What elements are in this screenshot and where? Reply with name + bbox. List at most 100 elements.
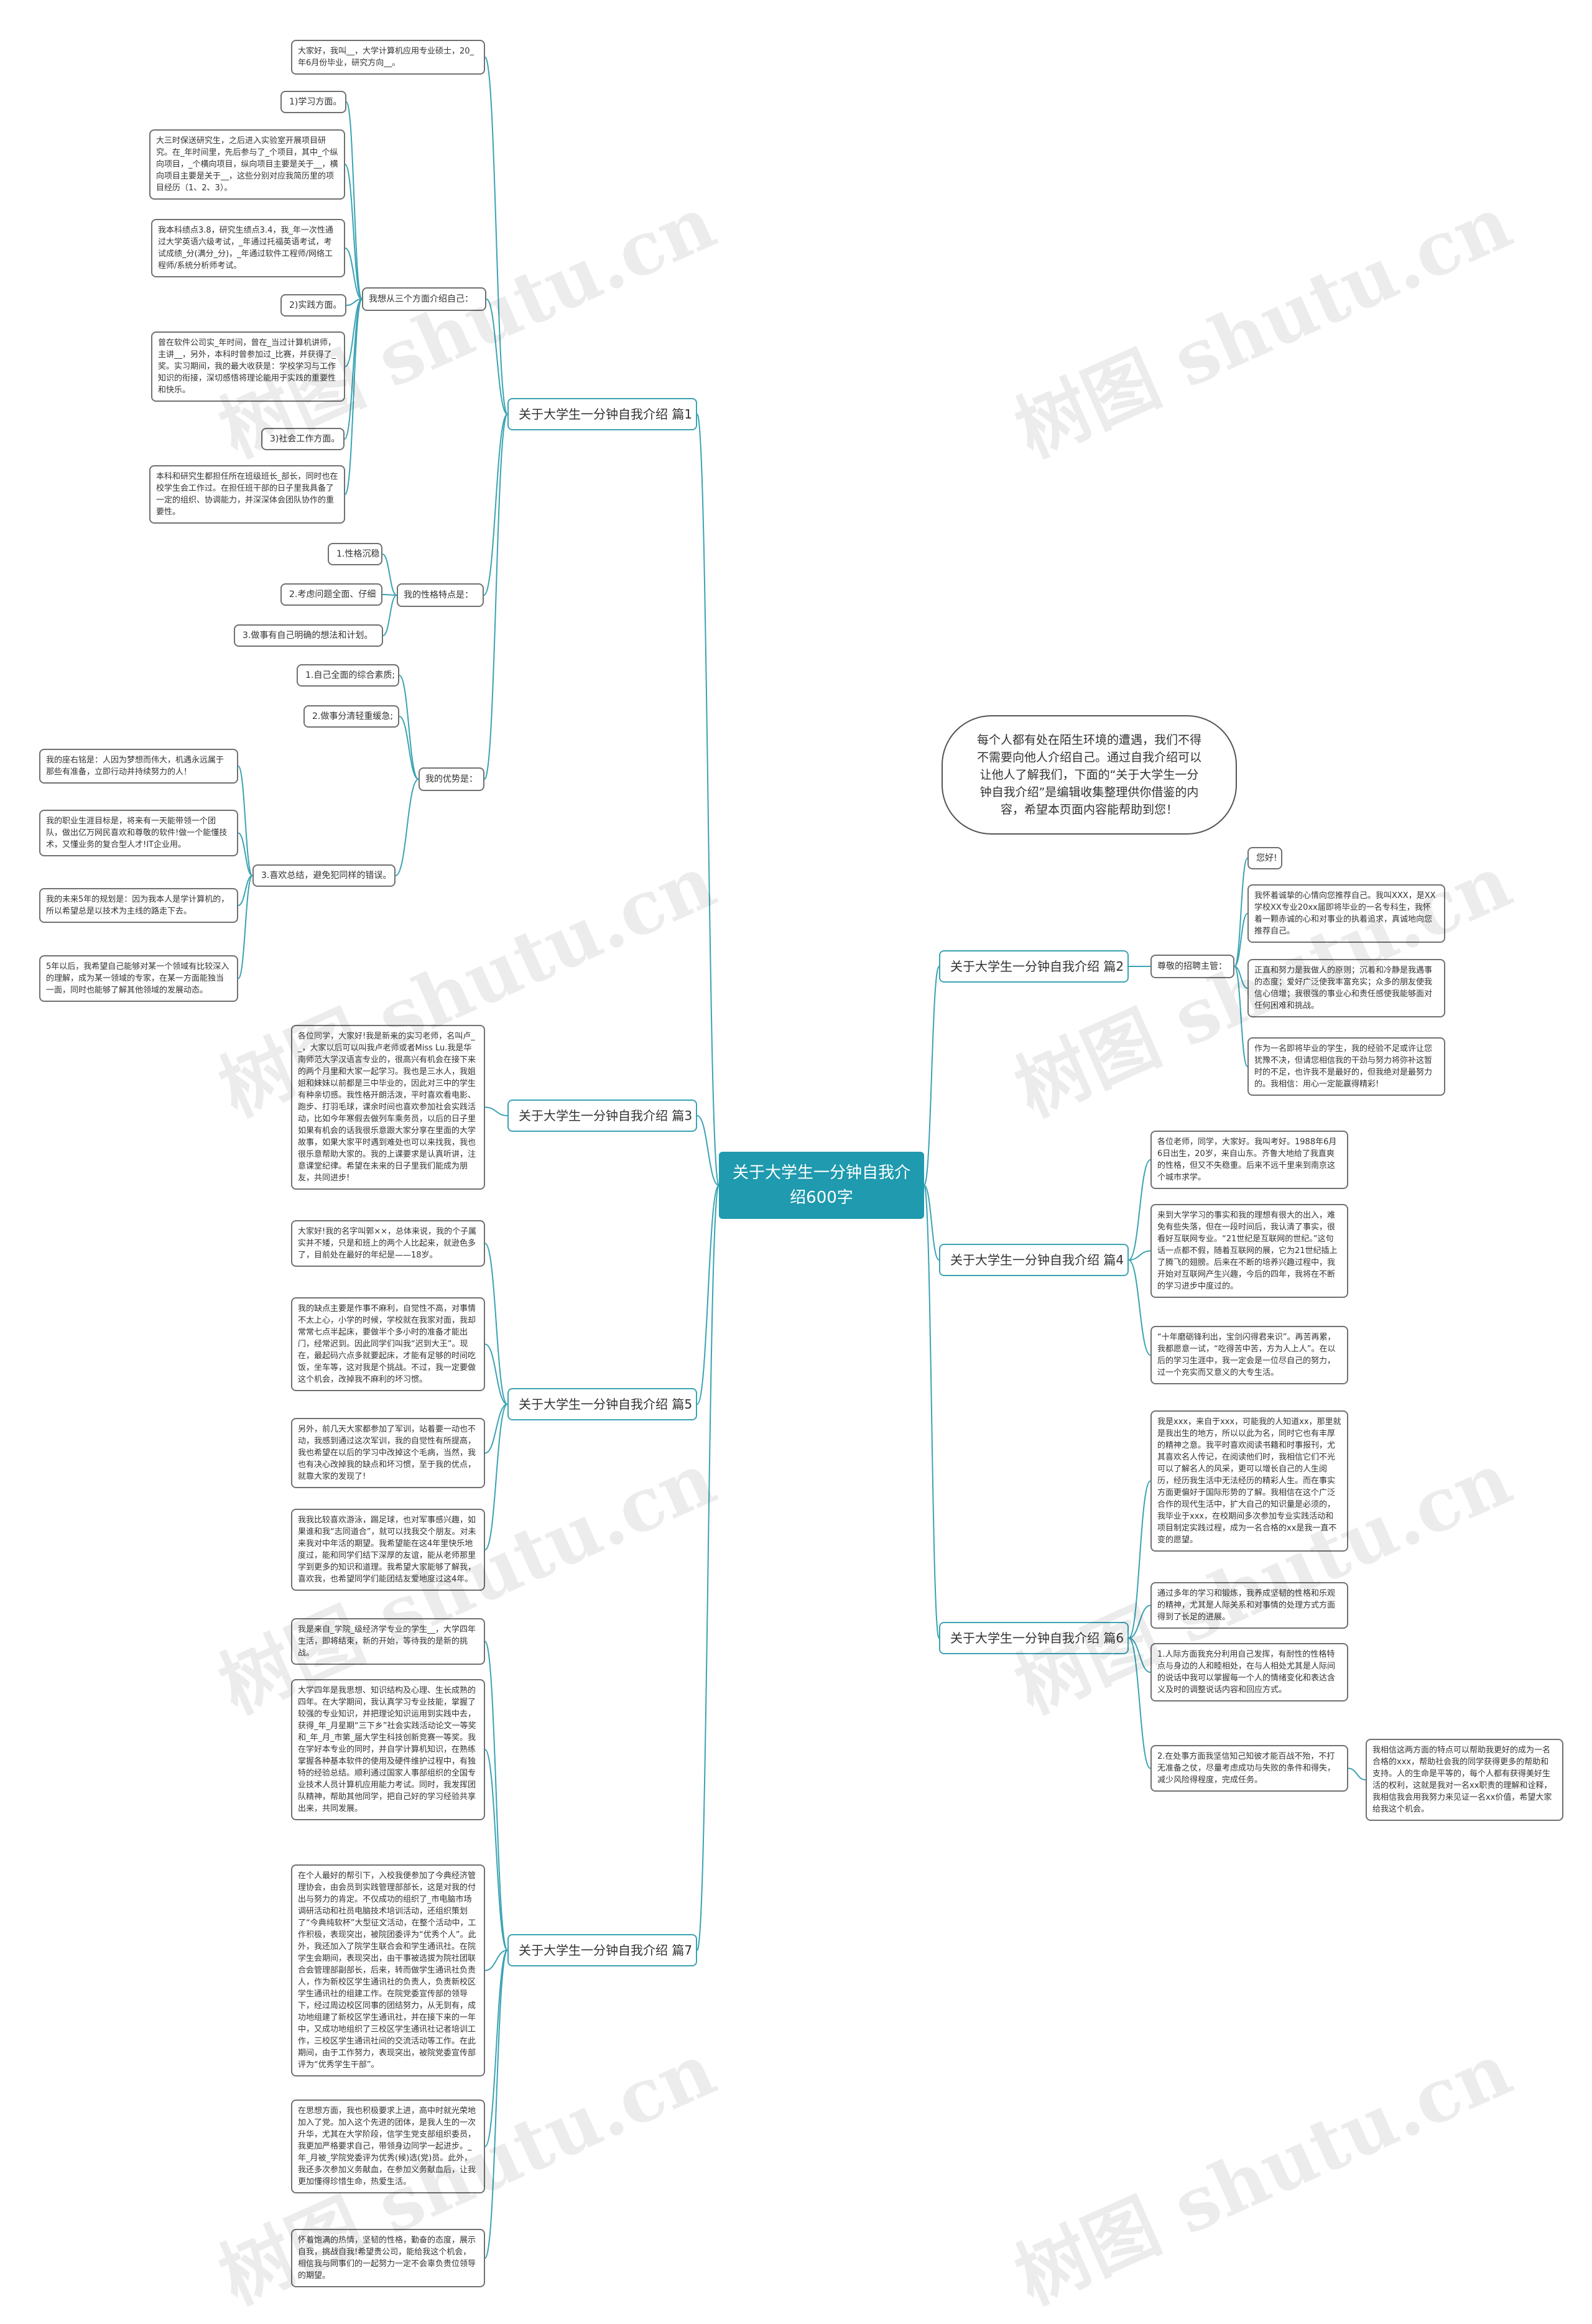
- leaf-node: 来到大学学习的事实和我的理想有很大的出入，难免有些失落，但在一段时间后，我认清了…: [1150, 1204, 1348, 1298]
- leaf-node: “十年磨砺锋利出，宝剑闪得君来识”。再苦再累，我都愿意一试，“吃得苦中苦，方为人…: [1150, 1326, 1348, 1384]
- connector: [345, 164, 363, 300]
- connector: [483, 414, 508, 596]
- connector: [484, 1404, 508, 1454]
- connector: [1128, 1250, 1151, 1261]
- connector: [346, 299, 363, 306]
- connector: [395, 779, 419, 876]
- connector: [484, 1950, 508, 2147]
- leaf-node: 2.考虑问题全面、仔细: [280, 583, 382, 606]
- connector: [1128, 1637, 1151, 1673]
- connector: [484, 1950, 508, 1971]
- leaf-node: 我的缺点主要是作事不麻利，自觉性不高，对事情不太上心，小学的时候，学校就在我家对…: [291, 1297, 485, 1391]
- connector: [696, 1115, 720, 1186]
- connector: [346, 101, 363, 300]
- leaf-node: 怀着饱满的热情，坚韧的性格，勤奋的态度，展示自我，挑战自我!希望贵公司，能给我这…: [291, 2229, 485, 2287]
- leaf-node: 曾在软件公司实_年时间，曾在_当过计算机讲师，主讲__，另外，本科时曾参加过_比…: [151, 331, 345, 402]
- connector: [345, 299, 363, 368]
- leaf-node: 我是xxx，来自于xxx，可能我的人知道xx，那里就是我出生的地方，所以以此为名…: [1150, 1410, 1348, 1552]
- leaf-node: 大三时保送研究生，之后进入实验室开展项目研究。在_年时间里，先后参与了_个项目，…: [149, 129, 345, 200]
- leaf-node: 我的座右铭是：人因为梦想而伟大，机遇永远属于那些有准备，立即行动并持续努力的人！: [39, 749, 238, 784]
- connector: [484, 1749, 508, 1951]
- leaf-node: 各位老师，同学，大家好。我叫考好。1988年6月6日出生，20岁，来自山东。齐鲁…: [1150, 1131, 1348, 1189]
- leaf-node: 我的职业生涯目标是，将来有一天能带领一个团队，做出亿万网民喜欢和尊敬的软件!做一…: [39, 810, 238, 856]
- connector: [345, 248, 363, 300]
- leaf-node: 1.人际方面我充分利用自己发挥，有耐性的性格特点与身边的人和睦相处，在与人相处尤…: [1150, 1643, 1348, 1701]
- leaf-node: 2.做事分清轻重缓急;: [303, 705, 399, 728]
- branch-topic-7[interactable]: 关于大学生一分钟自我介绍 篇7: [507, 1934, 697, 1966]
- connector: [696, 414, 720, 1186]
- leaf-node: 1)学习方面。: [280, 91, 346, 113]
- connector: [484, 414, 508, 780]
- connector: [486, 299, 508, 415]
- leaf-node: 3.做事有自己明确的想法和计划。: [234, 624, 383, 647]
- connector: [923, 966, 940, 1186]
- leaf-node: 3)社会工作方面。: [261, 428, 345, 450]
- branch-topic-5[interactable]: 关于大学生一分钟自我介绍 篇5: [507, 1388, 697, 1420]
- connector: [484, 1404, 508, 1550]
- connector: [399, 675, 419, 780]
- leaf-node: 各位同学，大家好!我是新来的实习老师，名叫卢__，大家以后可以叫我卢老师或者Mi…: [291, 1025, 485, 1190]
- connector: [345, 299, 363, 495]
- branch-topic-6[interactable]: 关于大学生一分钟自我介绍 篇6: [939, 1622, 1129, 1654]
- connector: [1128, 1159, 1151, 1261]
- connector: [1234, 966, 1248, 989]
- group-personality[interactable]: 我的性格特点是：: [397, 583, 484, 607]
- group-self-intro[interactable]: 我想从三个方面介绍自己：: [362, 287, 486, 311]
- leaf-node: 在思想方面，我也积极要求上进，高中时就光荣地加入了党。加入这个先进的团体，是我人…: [291, 2099, 485, 2193]
- leaf-node: 2.在处事方面我坚信知己知彼才能百战不殆，不打无准备之仗，尽量考虑成功与失败的条…: [1150, 1745, 1348, 1792]
- connector: [696, 1185, 720, 1951]
- leaf-node: 3.喜欢总结，避免犯同样的错误。: [252, 864, 396, 887]
- connector: [484, 57, 508, 415]
- connector: [1234, 913, 1248, 967]
- connector: [1128, 1480, 1151, 1639]
- connector: [484, 1950, 508, 2259]
- leaf-node: 我本科绩点3.8，研究生绩点3.4，我_年一次性通过大学英语六级考试，_年通过托…: [151, 219, 345, 277]
- leaf-node: 您好!: [1247, 847, 1282, 869]
- connector: [923, 1185, 940, 1261]
- leaf-node: 大家好!我的名字叫郭××，总体来说，我的个子属实并不矮，只是和班上的两个人比起来…: [291, 1220, 485, 1267]
- central-topic[interactable]: 关于大学生一分钟自我介绍600字: [719, 1152, 924, 1219]
- connector: [1128, 1259, 1151, 1356]
- connector: [1128, 1604, 1151, 1639]
- connector: [484, 1343, 508, 1405]
- intro-bubble: 每个人都有处在陌生环境的遭遇，我们不得不需要向他人介绍自己。通过自我介绍可以让他…: [942, 715, 1237, 835]
- leaf-node: 大学四年是我思想、知识结构及心理、生长成熟的四年。在大学期间，我认真学习专业技能…: [291, 1679, 485, 1820]
- leaf-node: 5年以后，我希望自己能够对某一个领域有比较深入的理解，成为某一领域的专家，在某一…: [39, 955, 238, 1002]
- connector: [923, 1185, 940, 1639]
- branch-topic-2[interactable]: 关于大学生一分钟自我介绍 篇2: [939, 950, 1129, 983]
- group-recruiter[interactable]: 尊敬的招聘主管：: [1150, 955, 1234, 978]
- leaf-node: 我我比较喜欢游泳，踢足球，也对军事感兴趣，如果谁和我“志同道合”，就可以找我交个…: [291, 1509, 485, 1591]
- leaf-node: 本科和研究生都担任所在班级班长_部长，同时也在校学生会工作过。在担任班干部的日子…: [149, 465, 345, 524]
- connector: [238, 875, 253, 979]
- branch-topic-4[interactable]: 关于大学生一分钟自我介绍 篇4: [939, 1244, 1129, 1276]
- connector: [696, 1185, 720, 1405]
- connector: [382, 595, 397, 636]
- leaf-node: 大家好，我叫__，大学计算机应用专业硕士，20_年6月份毕业，研究方向__。: [291, 40, 485, 75]
- leaf-node: 我怀着诚挚的心情向您推荐自己。我叫XXX，是XX学校XX专业20xx届即将毕业的…: [1247, 884, 1445, 943]
- connector: [344, 299, 363, 440]
- leaf-node: 另外，前几天大家都参加了军训，站着要一动也不动，我感到通过这次军训，我的自觉性有…: [291, 1418, 485, 1488]
- connector: [238, 832, 253, 876]
- connector: [1234, 966, 1248, 1067]
- leaf-node: 我是来自_学院_级经济学专业的学生__，大学四年生活，即将结束，新的开始，等待我…: [291, 1618, 485, 1665]
- leaf-node: 作为一名即将毕业的学生，我的经验不足或许让您犹豫不决，但请您相信我的干劲与努力将…: [1247, 1037, 1445, 1096]
- leaf-node: 通过多年的学习和锻炼，我养成坚韧的性格和乐观的精神，尤其是人际关系和对事情的处理…: [1150, 1582, 1348, 1629]
- connector: [238, 875, 253, 906]
- connector: [1348, 1767, 1366, 1780]
- branch-topic-3[interactable]: 关于大学生一分钟自我介绍 篇3: [507, 1100, 697, 1132]
- connector: [484, 1641, 508, 1951]
- leaf-node: 我相信这两方面的特点可以帮助我更好的成为一名合格的xxx，帮助社会我的同学获得更…: [1366, 1739, 1563, 1821]
- group-strengths[interactable]: 我的优势是：: [419, 767, 484, 791]
- leaf-node: 2)实践方面。: [280, 294, 346, 317]
- leaf-node: 我的未来5年的规划是：因为我本人是学计算机的，所以希望总是以技术为主线的路走下去…: [39, 888, 238, 923]
- connector: [484, 1106, 508, 1116]
- connector: [238, 766, 253, 876]
- connector: [399, 716, 419, 780]
- connector: [1128, 1637, 1151, 1769]
- leaf-node: 在个人最好的帮引下，入校我便参加了今典经济管理协会，由会员到实践管理部部长，这是…: [291, 1864, 485, 2076]
- leaf-node: 1.自己全面的综合素质;: [297, 664, 399, 687]
- branch-topic-1[interactable]: 关于大学生一分钟自我介绍 篇1: [507, 398, 697, 430]
- connector: [484, 1243, 508, 1405]
